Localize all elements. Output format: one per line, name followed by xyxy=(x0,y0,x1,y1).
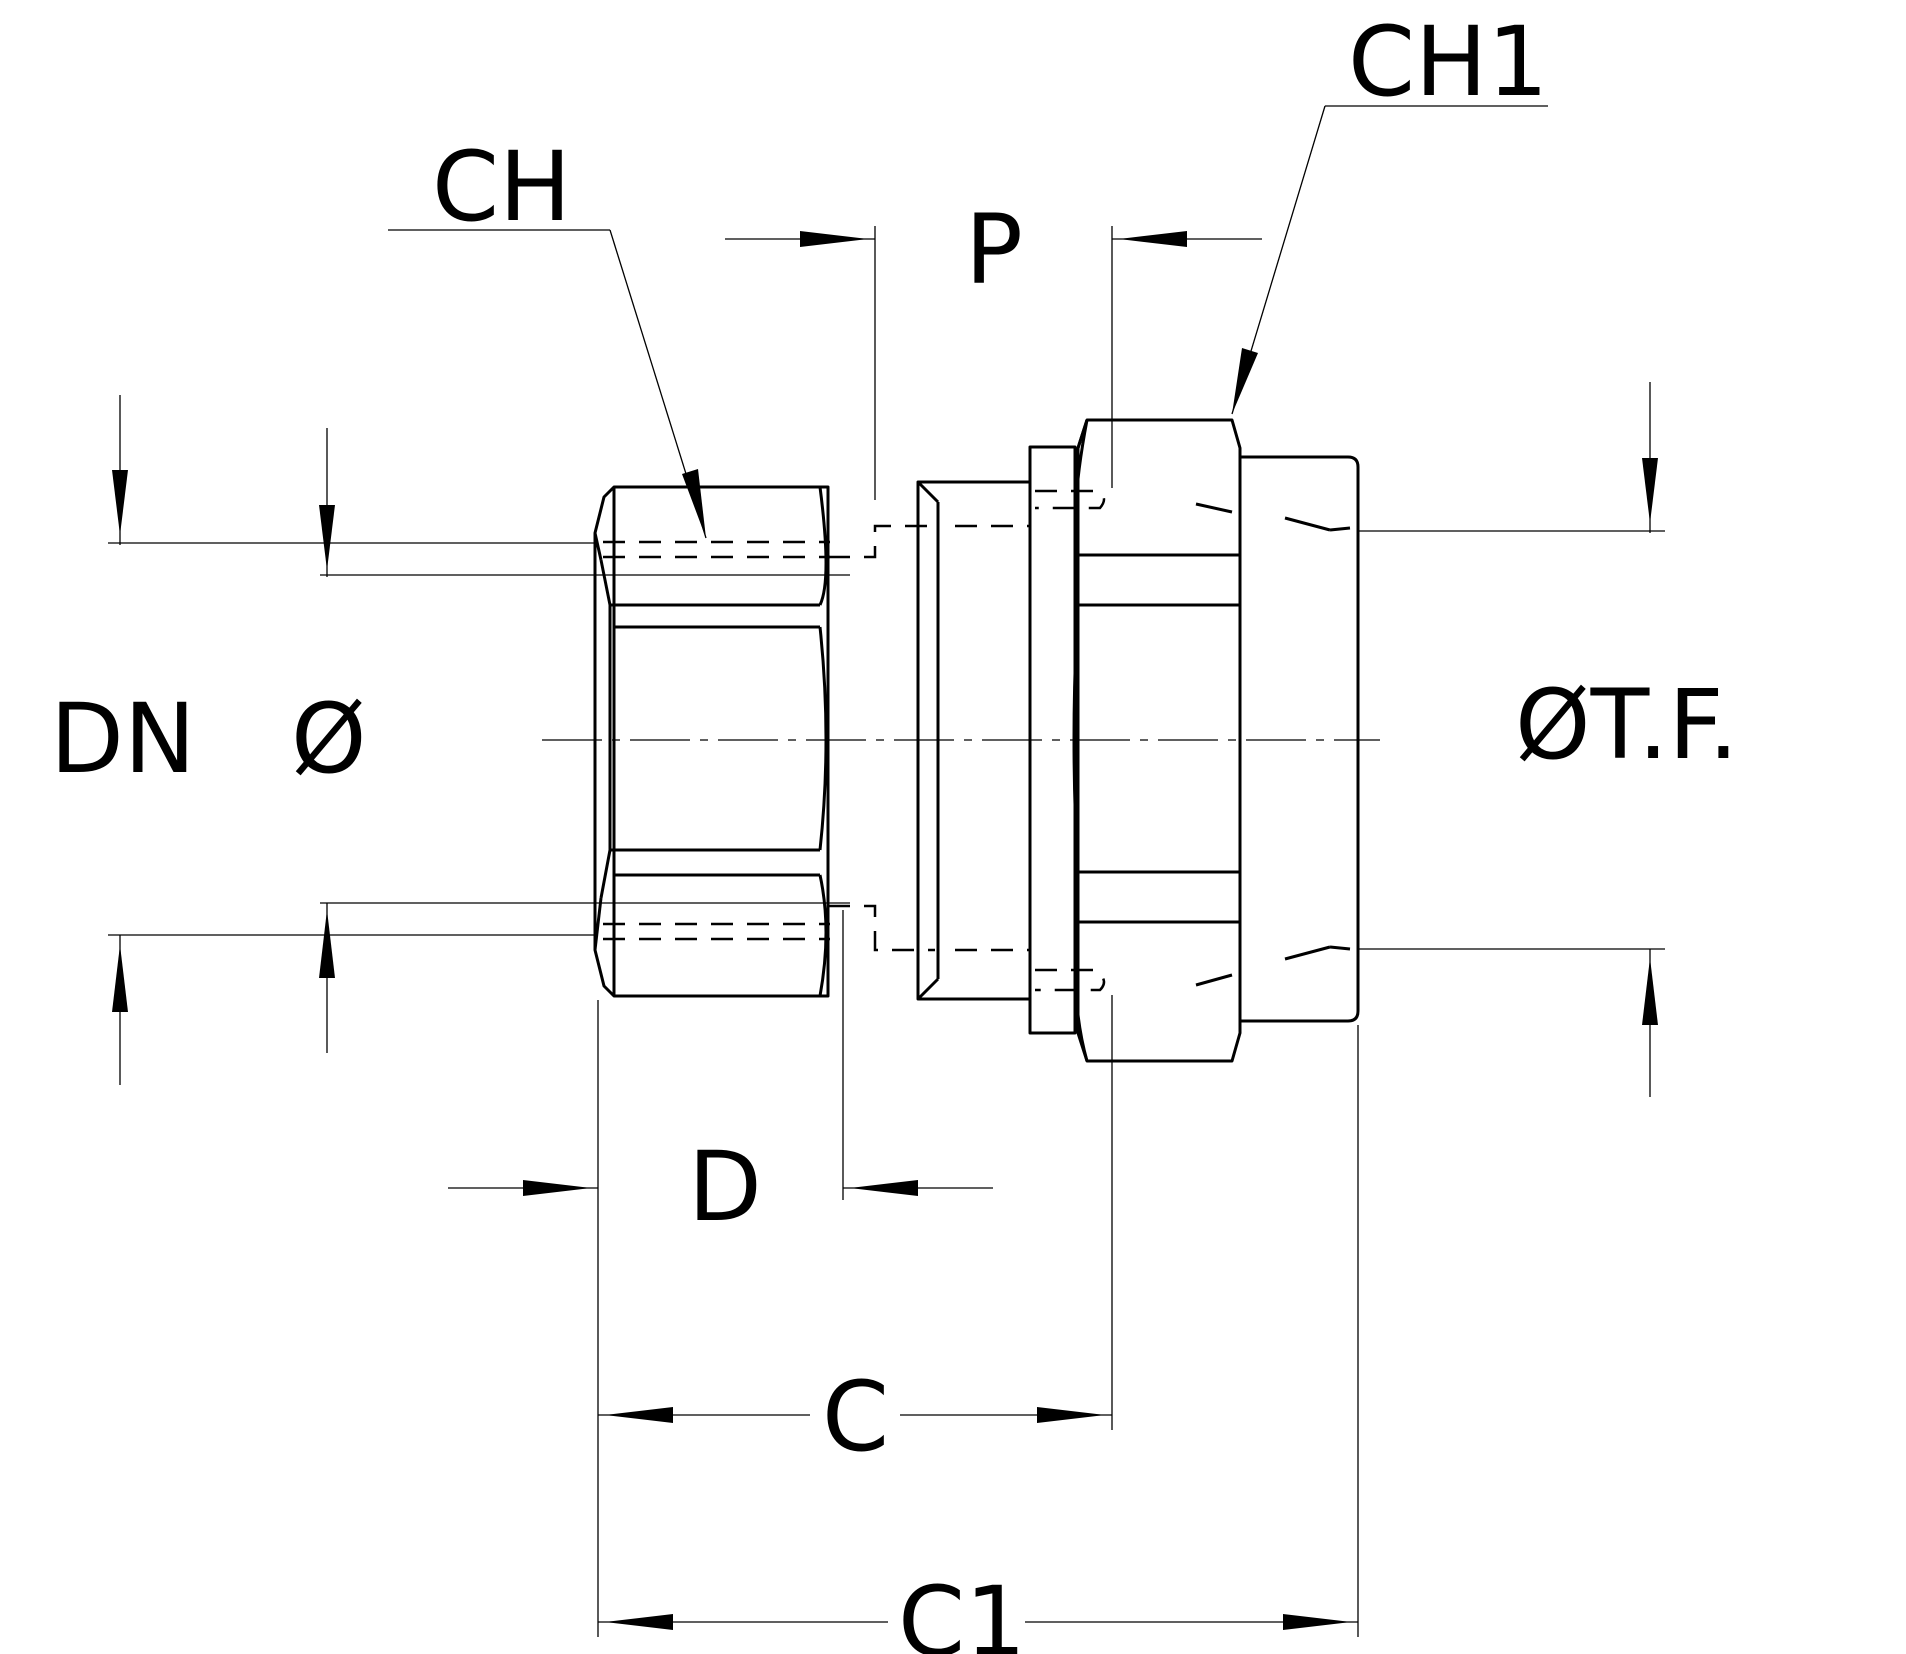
label-ch1: CH1 xyxy=(1348,6,1548,118)
label-d: D xyxy=(688,1131,762,1243)
dimension-tf xyxy=(1642,382,1658,1097)
dimension-c1 xyxy=(598,1614,1358,1630)
label-p: P xyxy=(965,194,1023,306)
dimension-p xyxy=(725,231,1262,247)
leader-ch1 xyxy=(1231,105,1548,415)
label-ch: CH xyxy=(432,131,571,243)
label-dn: DN xyxy=(50,683,196,795)
label-diameter: Ø xyxy=(291,683,367,795)
label-c: C xyxy=(822,1361,889,1473)
hex-nut-ch1 xyxy=(1072,418,1242,1063)
dimension-c xyxy=(598,1407,1112,1423)
dimension-d xyxy=(448,1180,993,1196)
dimension-diameter xyxy=(319,428,335,1053)
dimension-dn xyxy=(112,395,128,1085)
label-tf: ØT.F. xyxy=(1515,669,1739,781)
end-cylinder xyxy=(1240,455,1360,1023)
hidden-lines xyxy=(603,489,1106,992)
hex-nut-ch xyxy=(593,485,830,998)
leader-ch xyxy=(388,229,707,539)
extension-lines xyxy=(108,226,1665,1637)
label-c1: C1 xyxy=(898,1566,1026,1654)
